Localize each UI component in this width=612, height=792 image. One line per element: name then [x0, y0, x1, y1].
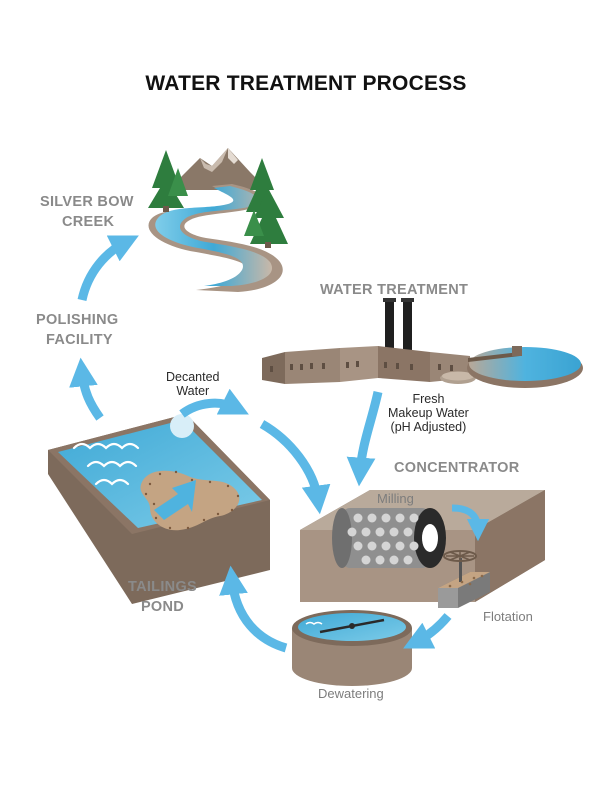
- arrow-dewatering-to-pond: [219, 565, 288, 653]
- dewatering-tank: [292, 610, 412, 686]
- label-line: Decanted: [166, 370, 220, 384]
- label-line: CREEK: [62, 214, 115, 230]
- label-milling: Milling: [377, 491, 414, 506]
- mill-icon: [332, 508, 446, 568]
- label-line: Makeup Water: [388, 406, 469, 420]
- label-line: (pH Adjusted): [390, 420, 467, 434]
- arrow-polishing-to-creek: [77, 235, 139, 302]
- water-treatment-plant: [262, 298, 583, 388]
- concentrator-building: [300, 490, 545, 608]
- diagram-title: WATER TREATMENT PROCESS: [145, 72, 467, 95]
- label-silver-bow-creek: SILVER BOW CREEK: [40, 192, 134, 232]
- creek-scene: [148, 148, 288, 292]
- tree-icon: [148, 150, 288, 244]
- flow-arrows: [69, 235, 490, 653]
- label-line: FACILITY: [46, 332, 113, 348]
- arrow-milling-to-flotation: [451, 504, 490, 542]
- label-polishing-facility: POLISHING FACILITY: [36, 310, 118, 350]
- label-line: TAILINGS: [128, 579, 197, 595]
- label-line: Fresh: [412, 392, 445, 406]
- label-concentrator: CONCENTRATOR: [394, 460, 520, 476]
- flotation-cell-icon: [438, 550, 490, 608]
- label-fresh-makeup-water: Fresh Makeup Water (pH Adjusted): [388, 392, 469, 434]
- label-line: SILVER BOW: [40, 194, 134, 210]
- arrow-pond-to-concentrator: [259, 420, 331, 515]
- label-water-treatment: WATER TREATMENT: [320, 282, 469, 298]
- label-flotation: Flotation: [483, 609, 533, 624]
- label-line: Water: [176, 384, 210, 398]
- arrow-makeup-water: [346, 391, 383, 487]
- mountain-icon: [168, 148, 268, 190]
- discharge-arrow: [154, 480, 196, 520]
- label-dewatering: Dewatering: [318, 686, 384, 701]
- label-decanted-water: Decanted Water: [166, 370, 220, 398]
- arrow-decanted-water: [179, 388, 249, 418]
- arrow-pond-to-polishing: [69, 357, 104, 421]
- arrow-flotation-to-dewatering: [403, 613, 452, 649]
- tailings-pond: [48, 414, 270, 604]
- label-line: POLISHING: [36, 312, 119, 328]
- label-tailings-pond: TAILINGS POND: [128, 577, 197, 617]
- label-line: POND: [140, 599, 185, 615]
